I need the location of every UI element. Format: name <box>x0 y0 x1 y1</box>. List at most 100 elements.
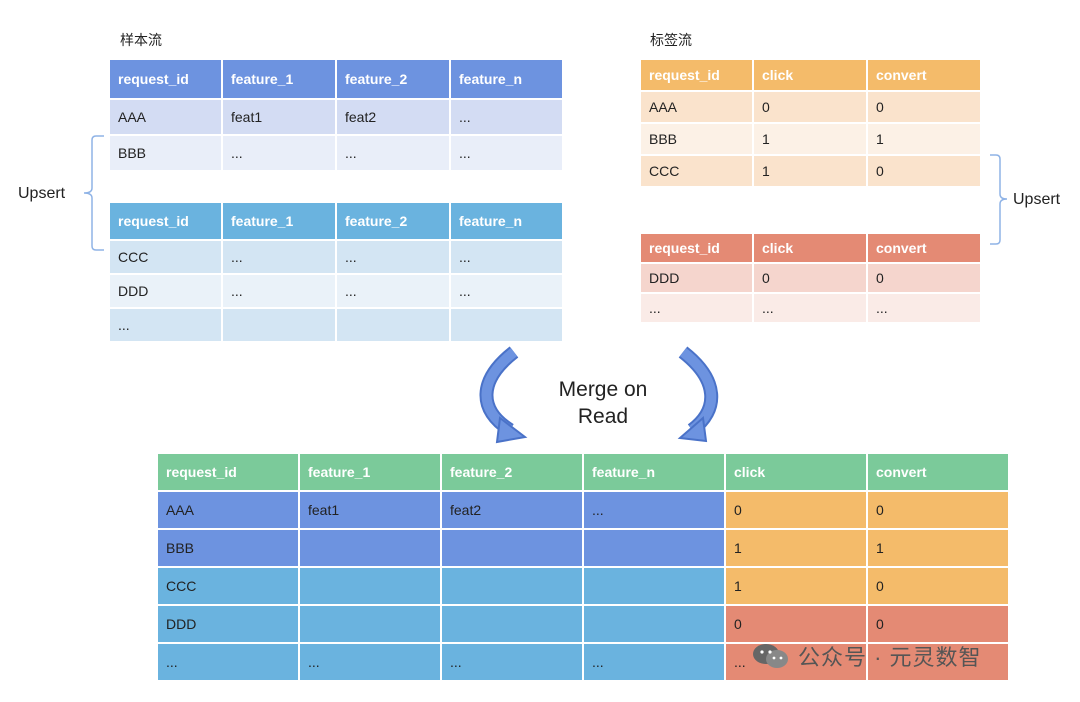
table-cell: feat2 <box>442 492 582 528</box>
table-cell: feat2 <box>337 100 449 134</box>
table-cell <box>300 568 440 604</box>
header-feature-2: feature_2 <box>337 203 449 239</box>
table-cell: ... <box>442 644 582 680</box>
table-cell: CCC <box>641 156 752 186</box>
table-cell: BBB <box>110 136 221 170</box>
table-cell: ... <box>584 644 724 680</box>
table-cell: 0 <box>726 492 866 528</box>
table-cell: ... <box>158 644 298 680</box>
merge-arrow-left-icon <box>479 346 528 444</box>
header-feature-2: feature_2 <box>442 454 582 490</box>
merge-label-line-1: Merge on <box>558 378 648 401</box>
table-cell: CCC <box>158 568 298 604</box>
table-cell: 1 <box>868 124 980 154</box>
table-cell: BBB <box>641 124 752 154</box>
merge-on-read-label: Merge on Read <box>543 376 663 430</box>
header-feature-1: feature_1 <box>223 60 335 98</box>
table-cell: CCC <box>110 241 221 273</box>
table-cell: 0 <box>868 492 1008 528</box>
table-cell <box>223 309 335 341</box>
table-cell: ... <box>337 136 449 170</box>
table-cell <box>442 606 582 642</box>
header-convert: convert <box>868 60 980 90</box>
table-cell: 0 <box>868 264 980 292</box>
table-cell: ... <box>451 136 562 170</box>
table-cell <box>442 530 582 566</box>
table-cell: feat1 <box>300 492 440 528</box>
label-table-1: request_id click convert AAA 0 0 BBB 1 1… <box>641 60 980 186</box>
table-cell: ... <box>451 241 562 273</box>
label-table-2: request_id click convert DDD 0 0 ... ...… <box>641 234 980 322</box>
table-cell: ... <box>726 644 866 680</box>
header-feature-2: feature_2 <box>337 60 449 98</box>
header-feature-n: feature_n <box>584 454 724 490</box>
watermark: 公众号 · 元灵数智 <box>752 640 982 672</box>
wechat-icon <box>753 644 788 668</box>
table-cell: AAA <box>110 100 221 134</box>
table-cell: DDD <box>158 606 298 642</box>
table-cell: ... <box>300 644 440 680</box>
header-convert: convert <box>868 454 1008 490</box>
table-cell: ... <box>868 294 980 322</box>
sample-stream-title: 样本流 <box>120 32 162 48</box>
table-cell <box>300 606 440 642</box>
header-request-id: request_id <box>110 60 221 98</box>
table-cell <box>300 530 440 566</box>
header-click: click <box>754 234 866 262</box>
header-request-id: request_id <box>641 60 752 90</box>
table-cell: AAA <box>158 492 298 528</box>
table-cell <box>584 606 724 642</box>
table-cell: ... <box>641 294 752 322</box>
table-cell: 1 <box>868 530 1008 566</box>
table-cell: AAA <box>641 92 752 122</box>
table-cell: ... <box>223 241 335 273</box>
header-feature-1: feature_1 <box>300 454 440 490</box>
header-feature-n: feature_n <box>451 60 562 98</box>
watermark-text: 公众号 · 元灵数智 <box>798 645 982 670</box>
table-cell: ... <box>584 492 724 528</box>
table-cell: DDD <box>110 275 221 307</box>
table-cell <box>584 568 724 604</box>
table-cell: ... <box>223 136 335 170</box>
table-cell <box>584 530 724 566</box>
table-cell: BBB <box>158 530 298 566</box>
table-cell: ... <box>110 309 221 341</box>
table-cell <box>868 644 1008 680</box>
header-request-id: request_id <box>641 234 752 262</box>
table-cell: 1 <box>726 568 866 604</box>
table-cell: 0 <box>868 92 980 122</box>
upsert-right-label: Upsert <box>1013 191 1061 208</box>
table-cell: 0 <box>868 156 980 186</box>
left-upsert-bracket <box>83 135 104 251</box>
table-cell: ... <box>337 275 449 307</box>
table-cell: 1 <box>754 124 866 154</box>
header-convert: convert <box>868 234 980 262</box>
sample-table-2: request_id feature_1 feature_2 feature_n… <box>110 203 562 341</box>
right-upsert-bracket <box>990 154 1008 245</box>
table-cell: ... <box>754 294 866 322</box>
table-cell <box>337 309 449 341</box>
header-click: click <box>726 454 866 490</box>
table-cell <box>451 309 562 341</box>
header-request-id: request_id <box>158 454 298 490</box>
table-cell: ... <box>223 275 335 307</box>
merge-arrow-right-icon <box>677 346 719 443</box>
header-feature-n: feature_n <box>451 203 562 239</box>
table-cell: ... <box>451 100 562 134</box>
header-request-id: request_id <box>110 203 221 239</box>
table-cell: 1 <box>726 530 866 566</box>
label-stream-title: 标签流 <box>650 32 692 48</box>
table-cell: DDD <box>641 264 752 292</box>
table-cell: 0 <box>754 92 866 122</box>
table-cell: feat1 <box>223 100 335 134</box>
upsert-left-label: Upsert <box>18 185 66 202</box>
table-cell: ... <box>451 275 562 307</box>
merged-result-table: request_id feature_1 feature_2 feature_n… <box>158 454 1008 680</box>
table-cell: 0 <box>754 264 866 292</box>
table-cell: 0 <box>868 606 1008 642</box>
table-cell: 0 <box>726 606 866 642</box>
table-cell: 1 <box>754 156 866 186</box>
table-cell <box>442 568 582 604</box>
table-cell: ... <box>337 241 449 273</box>
